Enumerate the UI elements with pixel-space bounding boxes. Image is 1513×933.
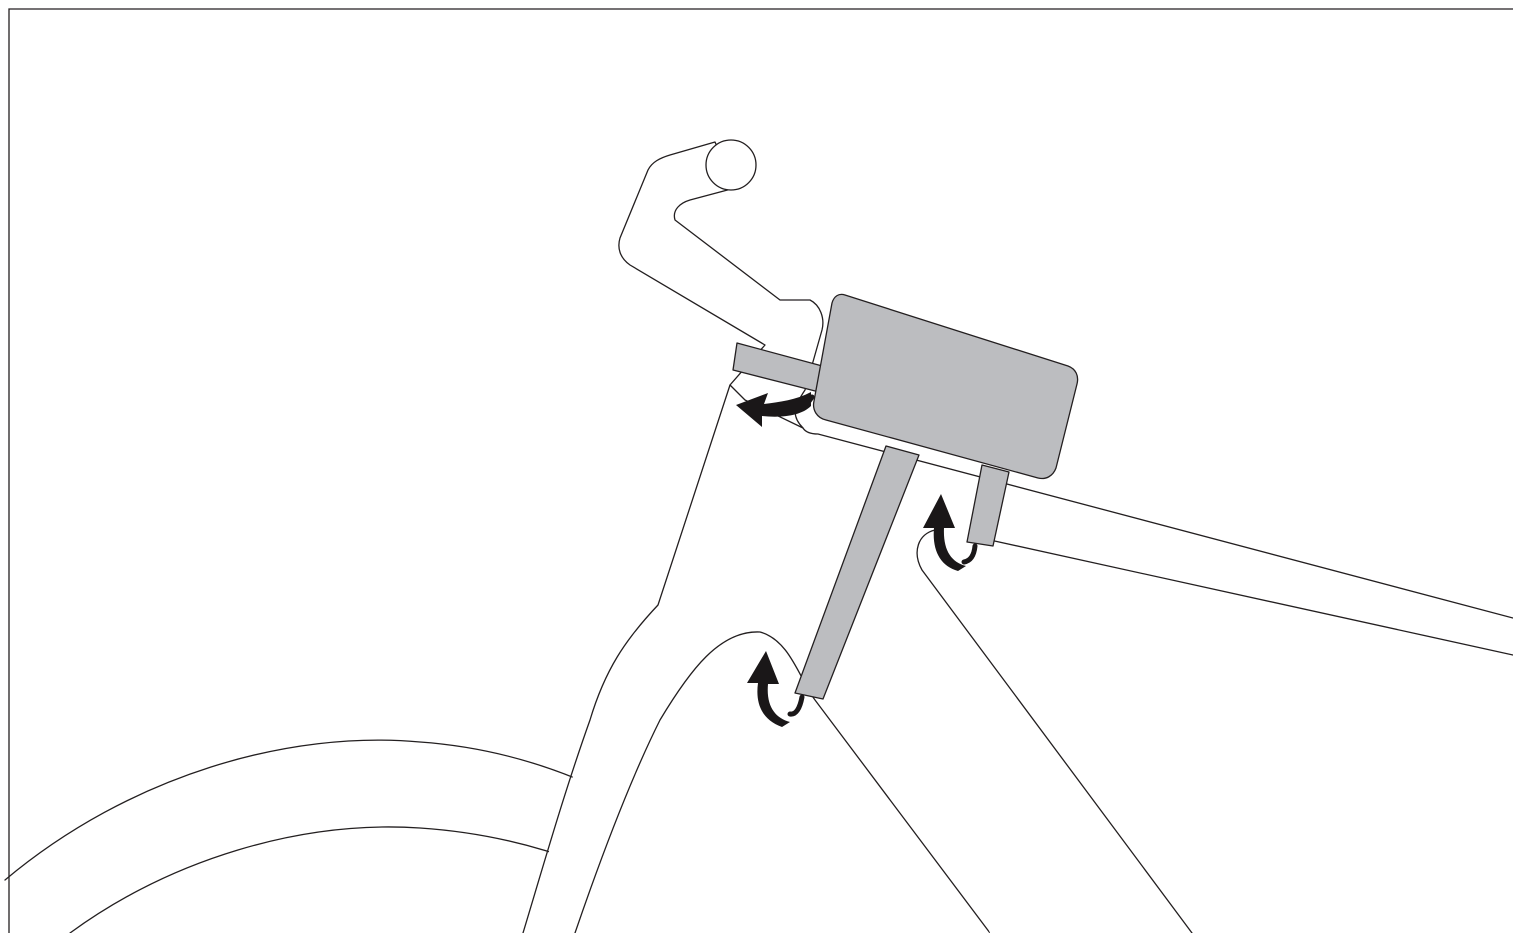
top-tube (802, 427, 1513, 933)
curved-arrow-icon (736, 392, 811, 427)
front-strap (794, 445, 920, 700)
curved-arrow-icon (923, 494, 966, 571)
frame-bag (732, 293, 1079, 700)
curved-arrow-icon (747, 651, 790, 727)
border-frame (8, 8, 1513, 933)
rear-strap (966, 464, 1010, 547)
